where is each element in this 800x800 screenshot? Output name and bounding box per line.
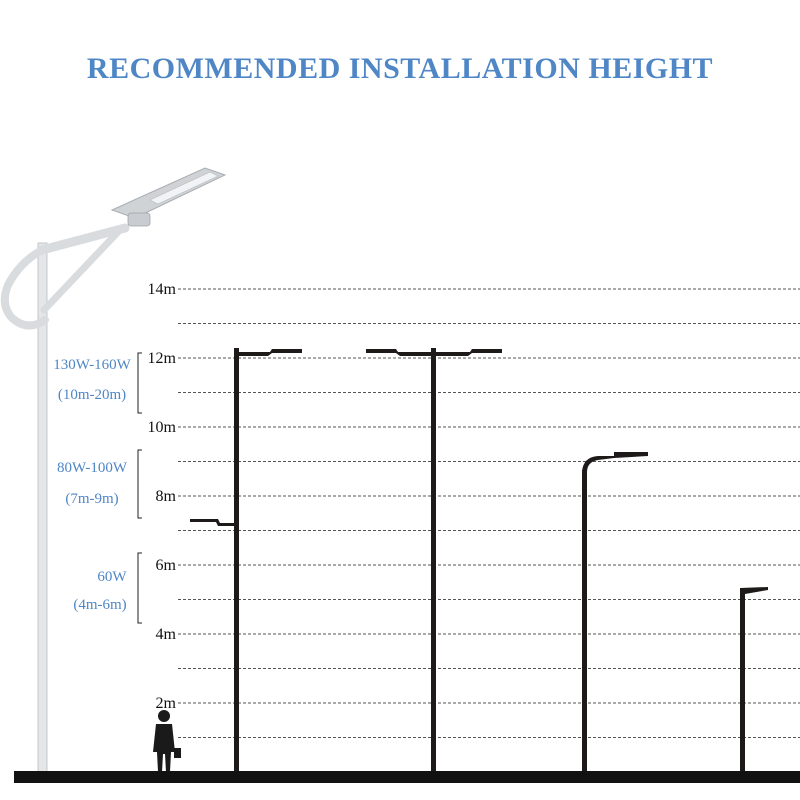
range-power-label: 80W-100W <box>57 460 128 476</box>
power-range-60: 60W (4m-6m) <box>73 552 142 624</box>
tick-label: 12m <box>148 350 177 367</box>
pole-4 <box>740 587 768 773</box>
solar-street-light-product <box>0 167 227 774</box>
power-range-80-100: 80W-100W (7m-9m) <box>57 449 142 519</box>
tick-label: 4m <box>156 626 177 643</box>
range-power-label: 60W <box>97 569 127 585</box>
range-height-label: (10m-20m) <box>58 387 126 403</box>
person-silhouette <box>153 710 181 772</box>
tick-label: 2m <box>156 695 177 712</box>
height-gridlines <box>178 288 800 738</box>
range-bracket <box>137 552 142 624</box>
page-title: RECOMMENDED INSTALLATION HEIGHT <box>86 52 714 85</box>
range-height-label: (7m-9m) <box>65 491 118 507</box>
tick-label: 8m <box>156 488 177 505</box>
power-range-130-160: 130W-160W (10m-20m) <box>53 352 142 414</box>
tick-label: 14m <box>148 281 177 298</box>
tick-label: 6m <box>156 557 177 574</box>
tick-label: 10m <box>148 419 177 436</box>
range-bracket <box>137 449 142 519</box>
pole-1 <box>190 348 302 773</box>
range-height-label: (4m-6m) <box>73 597 126 613</box>
range-bracket <box>137 352 142 414</box>
pole-2 <box>366 348 502 773</box>
pole-3 <box>582 452 648 773</box>
height-tick-labels: 2m 4m 6m 8m 10m 12m 14m <box>148 281 177 712</box>
range-power-label: 130W-160W <box>53 357 131 373</box>
ground <box>14 771 800 783</box>
